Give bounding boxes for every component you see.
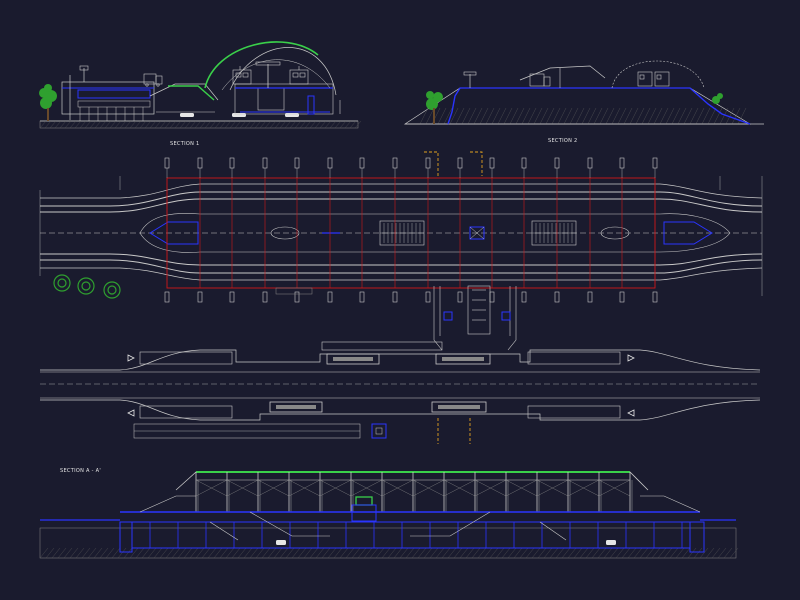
tree-icon	[53, 274, 121, 299]
stair-treads	[380, 223, 576, 243]
section-aa-columns	[149, 522, 683, 548]
bus-icon	[269, 353, 491, 413]
train-icon	[232, 69, 309, 85]
roof-truss	[195, 472, 633, 512]
section-1-drawing	[39, 41, 362, 129]
tree-icon	[39, 84, 57, 121]
car-icon	[180, 113, 299, 117]
vehicle-icon	[529, 73, 551, 87]
section-1-piers	[79, 107, 144, 121]
direction-arrow-icon	[127, 354, 635, 417]
section-aa-label: SECTION A - A'	[60, 468, 101, 474]
section-aa-ground-hatch	[39, 547, 739, 559]
tree-icon	[712, 93, 723, 104]
tree-icon	[426, 91, 443, 124]
lower-road-plan	[40, 341, 761, 439]
train-icon	[637, 71, 670, 87]
vehicle-icon	[143, 73, 163, 87]
section-1-label: SECTION 1	[170, 141, 200, 147]
column-markers	[164, 157, 658, 303]
section-2-embankment-hatch	[419, 107, 747, 125]
section-1-ground-hatch	[39, 120, 362, 129]
station-plan-view	[39, 151, 763, 444]
structural-grid	[199, 178, 623, 288]
section-2-drawing	[403, 60, 764, 125]
section-aa-drawing	[39, 471, 739, 559]
section-2-label: SECTION 2	[548, 138, 578, 144]
car-icon	[276, 540, 616, 545]
